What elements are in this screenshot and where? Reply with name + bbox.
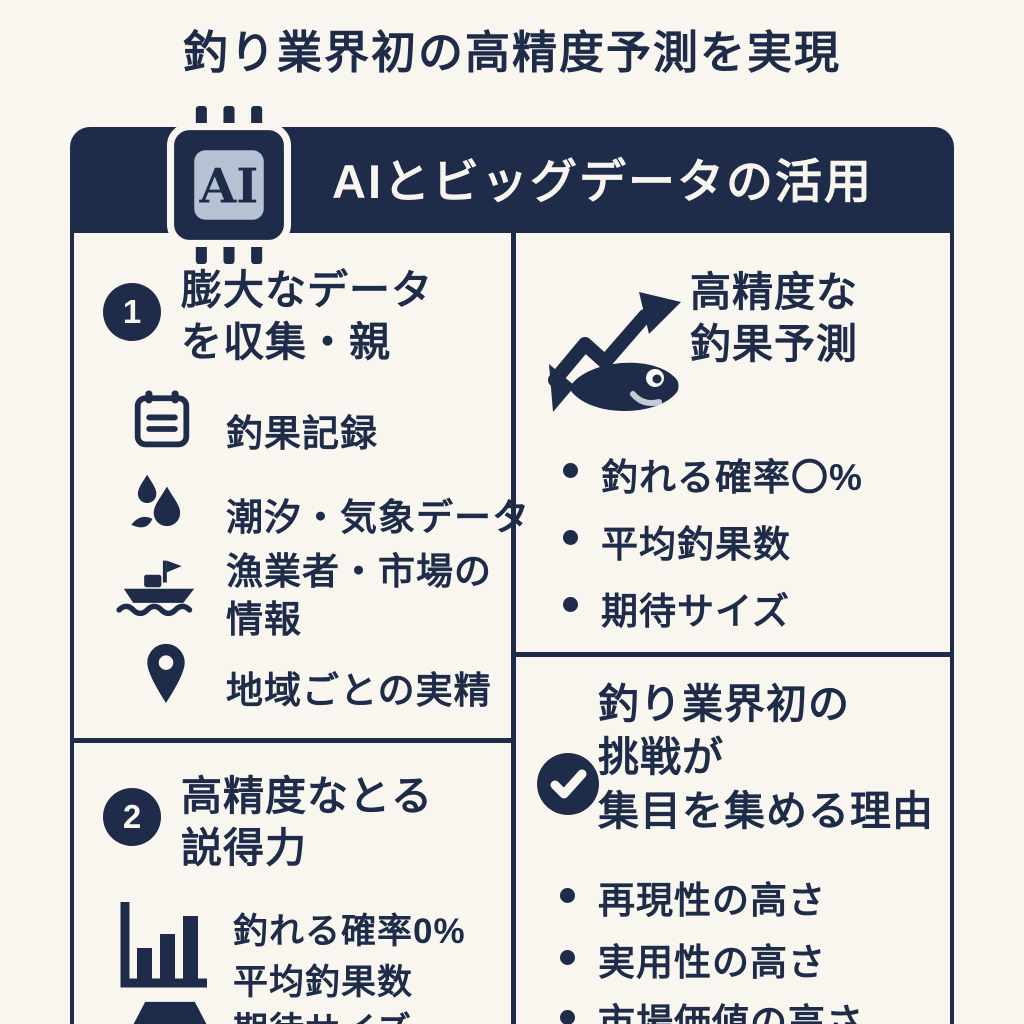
bullet-dot xyxy=(560,1010,575,1024)
page-title: 釣り業界初の高精度予測を実現 xyxy=(182,27,841,78)
list-item-label: 釣果記録 xyxy=(226,413,378,454)
right-row-divider xyxy=(511,652,954,657)
bullet-item: 釣れる確率〇% xyxy=(601,457,863,498)
bar-chart-icon xyxy=(112,898,212,994)
data-collection-heading: 膨大なデータ を収集・親 xyxy=(181,264,433,369)
heading-line: を収集・親 xyxy=(181,319,391,366)
bullet-item: 実用性の高さ xyxy=(598,942,826,983)
forecast-heading: 高精度な 釣果予測 xyxy=(690,266,858,371)
heading-line: 高精度な xyxy=(690,269,858,315)
heading-line: 膨大なデータ xyxy=(181,267,433,313)
bullet-item: 期待サイズ xyxy=(601,591,790,632)
bullet-item: 再現性の高さ xyxy=(598,880,826,921)
step-2-number: 2 xyxy=(122,798,142,835)
chart-line: 釣れる確率0% xyxy=(233,912,466,951)
heading-line: 釣果予測 xyxy=(690,321,858,368)
heading-line: 高精度なとる xyxy=(181,773,433,819)
ai-chip-icon: AI xyxy=(150,106,308,264)
fishing-boat-icon xyxy=(116,556,202,620)
bullet-dot xyxy=(563,597,578,612)
card-border-left xyxy=(70,233,74,1024)
step-2-badge: 2 xyxy=(103,788,161,846)
bullet-item: 市場価値の高さ xyxy=(598,1002,864,1024)
heading-line: 説得力 xyxy=(181,825,307,872)
chart-line: 期待サイズ xyxy=(233,1002,412,1024)
persuasion-heading: 高精度なとる 説得力 xyxy=(181,770,433,875)
step-1-badge: 1 xyxy=(103,283,161,341)
bullet-dot xyxy=(560,950,575,965)
reasons-heading: 釣り業界初の 挑戦が 集目を集める理由 xyxy=(598,678,934,838)
left-row-divider xyxy=(70,738,515,743)
scale-icon xyxy=(122,1000,218,1024)
notepad-icon xyxy=(130,388,194,452)
map-pin-icon xyxy=(140,640,192,706)
chart-line: 平均釣果数 xyxy=(233,963,414,1002)
bullet-item: 平均釣果数 xyxy=(601,524,791,565)
column-divider xyxy=(511,233,516,1024)
heading-line: 挑戦が xyxy=(598,734,724,781)
trend-fish-icon xyxy=(545,276,695,436)
bullet-dot xyxy=(560,888,575,903)
list-item-label: 地域ごとの実精 xyxy=(226,670,492,711)
step-1-number: 1 xyxy=(122,293,142,330)
droplets-icon xyxy=(126,472,192,538)
list-item-label: 潮汐・気象データ xyxy=(226,497,530,538)
check-circle-icon xyxy=(536,752,600,816)
bullet-dot xyxy=(563,463,578,478)
heading-line: 集目を集める理由 xyxy=(598,787,934,834)
list-item-label: 漁業者・市場の情報 xyxy=(226,551,492,641)
bullet-dot xyxy=(563,530,578,545)
header-title: AIとビッグデータの活用 xyxy=(332,155,873,208)
chip-label: AI xyxy=(199,158,259,214)
card-border-right xyxy=(950,233,954,1024)
heading-line: 釣り業界初の xyxy=(598,681,850,727)
